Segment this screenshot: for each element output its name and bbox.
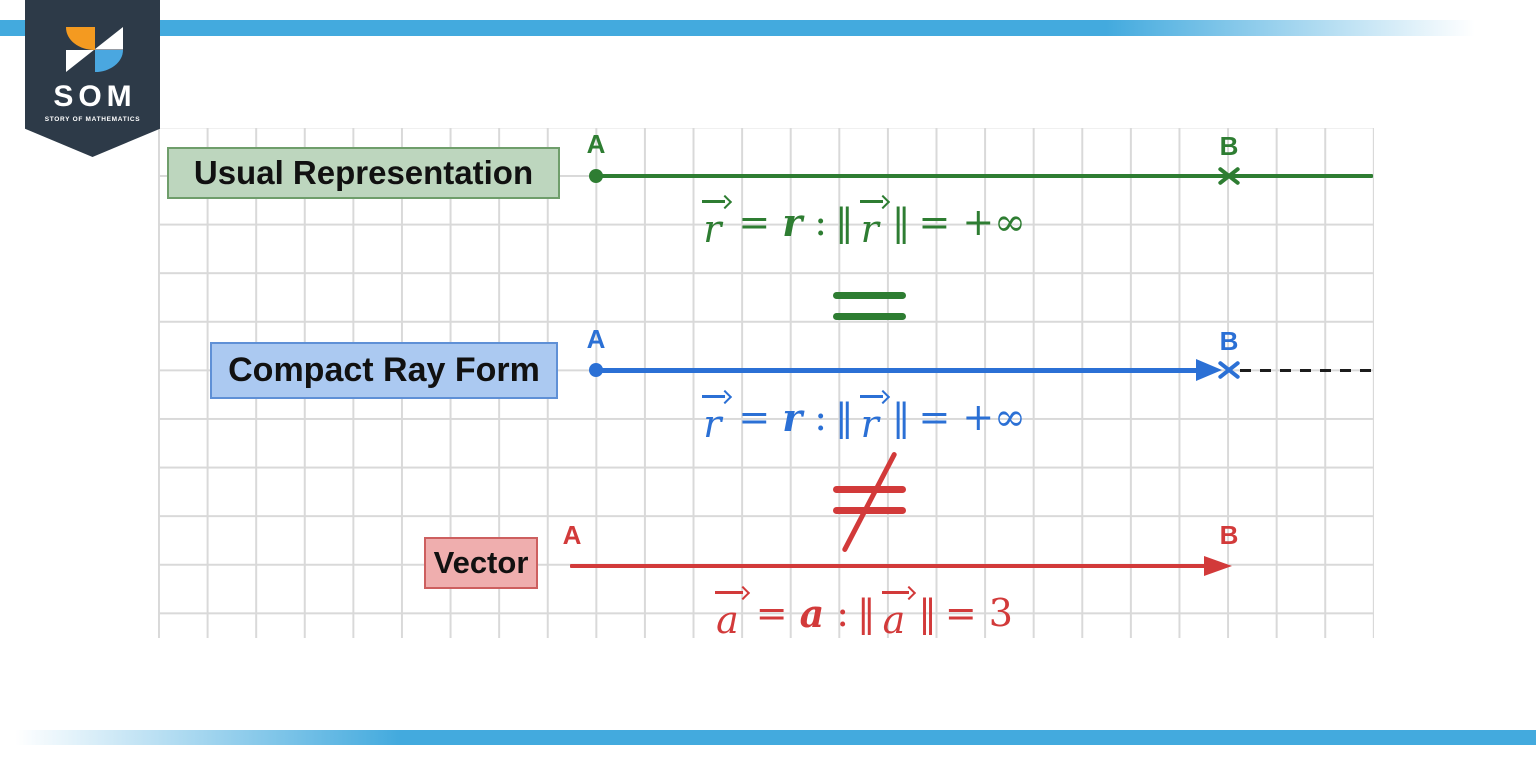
magnitude-value: 3 [988, 591, 1013, 635]
label-vector: Vector [424, 537, 538, 589]
logo-subtext: STORY OF MATHEMATICS [44, 116, 141, 123]
norm-close-bars: ‖ [891, 395, 911, 439]
equals-bottom-bar [833, 313, 906, 320]
scalar-a: a [799, 590, 825, 636]
vector-r-notation: r [858, 388, 888, 446]
colon: : [814, 395, 828, 439]
norm-close-bars: ‖ [918, 591, 937, 635]
vector-r-notation: r [700, 193, 730, 251]
pinwheel-blue-quarter [94, 49, 123, 72]
dashed-extension-line [1240, 368, 1373, 372]
point-a-label-green: A [586, 129, 606, 159]
logo-text: SOM [53, 80, 137, 113]
equals-sign: = [918, 395, 951, 439]
pinwheel-orange-quarter [66, 27, 95, 50]
equals-sign: = [944, 591, 977, 635]
equals-sign: = [738, 200, 771, 244]
norm-open-bars: ‖ [835, 395, 854, 439]
vector-a-notation: a [880, 584, 915, 642]
point-a-label-red: A [562, 520, 582, 550]
equals-sign: = [918, 200, 951, 244]
colon: : [814, 200, 828, 244]
equals-sign: = [755, 591, 788, 635]
vector-a-notation: a [713, 584, 748, 642]
label-compact-ray-form: Compact Ray Form [210, 342, 558, 399]
equals-sign: = [738, 395, 771, 439]
equals-top-bar [833, 292, 906, 299]
norm-open-bars: ‖ [857, 591, 876, 635]
bottom-accent-bar [0, 730, 1536, 745]
pinwheel-white-triangle-top [94, 27, 123, 50]
colon: : [836, 591, 849, 635]
arrowhead-blue [1196, 359, 1222, 381]
pinwheel-white-triangle-bottom [66, 49, 95, 72]
label-usual-representation: Usual Representation [167, 147, 560, 199]
top-accent-bar [0, 20, 1536, 36]
arrowhead-red [1204, 556, 1232, 576]
formula-vector: a = a : ‖ a ‖ = 3 [620, 584, 1110, 642]
ray-line-green [596, 173, 1373, 178]
vector-r-notation: r [858, 193, 888, 251]
vector-r-notation: r [700, 388, 730, 446]
som-logo-banner: SOM STORY OF MATHEMATICS [25, 0, 160, 157]
formula-usual-representation: r = r : ‖ r ‖ = +∞ [620, 193, 1110, 251]
point-b-label-red: B [1219, 520, 1239, 550]
scalar-r: r [782, 394, 803, 440]
norm-open-bars: ‖ [835, 200, 854, 244]
not-equals-top-bar [833, 486, 906, 493]
point-b-label-green: B [1219, 131, 1239, 161]
point-b-label-blue: B [1219, 326, 1239, 356]
som-pinwheel-icon [66, 27, 123, 72]
not-equals-bottom-bar [833, 507, 906, 514]
infinity-value: +∞ [962, 395, 1026, 439]
scalar-r: r [782, 199, 803, 245]
not-equals-symbol [833, 451, 906, 553]
norm-close-bars: ‖ [891, 200, 911, 244]
ray-line-blue [596, 367, 1198, 373]
point-b-cross-blue [1218, 359, 1240, 381]
point-b-cross-green [1218, 165, 1240, 187]
vector-line-red [570, 563, 1206, 568]
infinity-value: +∞ [962, 200, 1026, 244]
formula-compact-ray-form: r = r : ‖ r ‖ = +∞ [620, 388, 1110, 446]
equals-symbol [833, 292, 906, 320]
point-a-label-blue: A [586, 324, 606, 354]
